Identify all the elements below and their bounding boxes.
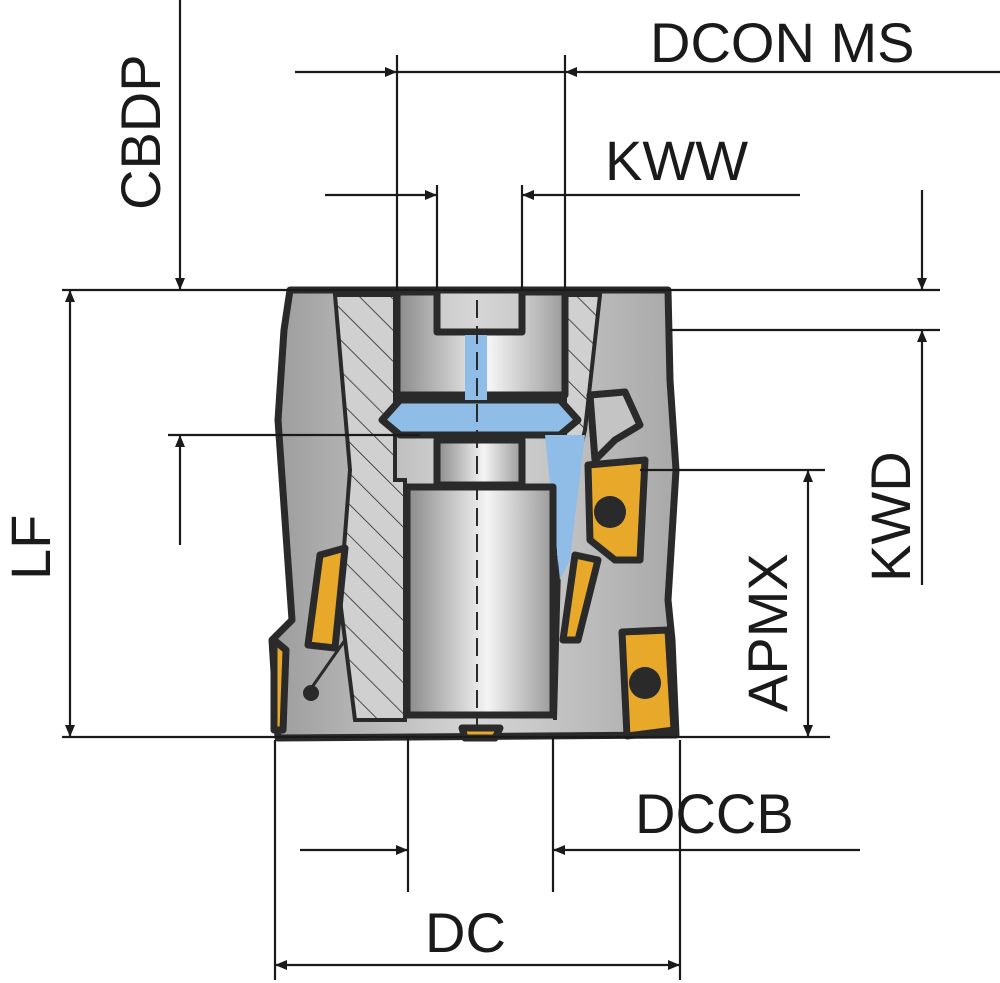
label-dc: DC xyxy=(425,901,506,964)
coolant-channel xyxy=(378,396,582,439)
label-dcon-ms: DCON MS xyxy=(650,11,914,74)
label-cbdp: CBDP xyxy=(109,54,172,210)
label-kwd: KWD xyxy=(859,451,922,582)
dimension-lines xyxy=(62,0,1000,980)
label-apmx: APMX xyxy=(736,553,799,712)
insert-left xyxy=(304,544,349,652)
screw-icon xyxy=(629,667,661,699)
screw-icon xyxy=(594,496,626,528)
label-kww: KWW xyxy=(605,129,748,192)
label-lf: LF xyxy=(0,515,62,580)
insert-right-lower xyxy=(618,626,678,740)
insert-right-upper xyxy=(584,456,649,564)
label-dccb: DCCB xyxy=(635,782,794,845)
insert-right-mid xyxy=(559,551,602,644)
cutter-body xyxy=(268,286,680,742)
